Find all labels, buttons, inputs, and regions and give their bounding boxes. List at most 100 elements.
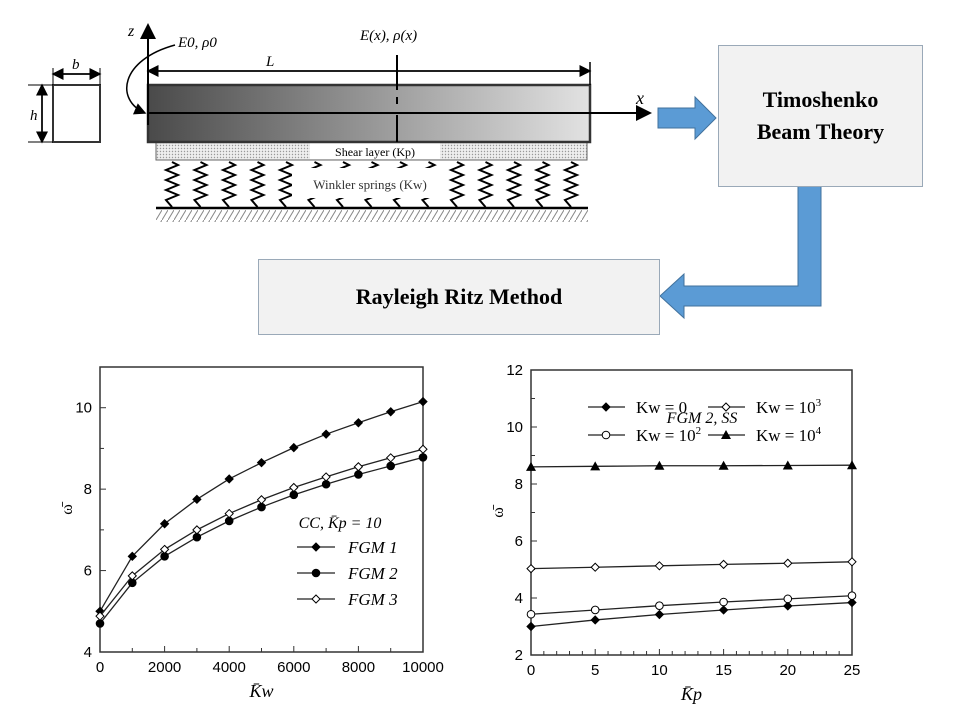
data-point xyxy=(601,402,611,412)
ground xyxy=(156,210,588,222)
x-axis-label: K̄w xyxy=(248,681,273,701)
y-tick-label: 6 xyxy=(515,533,523,550)
data-point xyxy=(721,402,731,412)
x-tick-label: 15 xyxy=(715,662,732,679)
x-tick-label: 25 xyxy=(844,662,861,679)
data-point xyxy=(590,461,601,471)
data-point xyxy=(718,460,729,470)
data-point xyxy=(847,460,857,470)
arrow-to-theory xyxy=(657,95,717,141)
data-point xyxy=(311,594,321,604)
data-point xyxy=(418,453,428,462)
data-point xyxy=(159,519,170,529)
data-point xyxy=(127,551,138,562)
legend-item: FGM 2 xyxy=(297,564,398,583)
data-point xyxy=(719,597,728,607)
data-point xyxy=(847,597,857,608)
spring xyxy=(476,161,495,208)
x-tick-label: 10000 xyxy=(402,659,444,676)
data-point xyxy=(224,508,234,519)
legend-label: Kw = 0 xyxy=(636,398,687,417)
legend-label: FGM 2 xyxy=(347,564,398,583)
legend-label: Kw = 104 xyxy=(756,425,822,445)
y-axis-label: ω̄ xyxy=(59,501,76,515)
legend-item: Kw = 103 xyxy=(708,397,822,417)
y-tick-label: 6 xyxy=(84,563,92,580)
x-tick-label: 5 xyxy=(591,662,599,679)
legend-item: FGM 3 xyxy=(297,590,398,609)
data-point xyxy=(590,562,600,572)
legend-label: Kw = 102 xyxy=(636,425,701,445)
data-point xyxy=(256,495,267,505)
x-tick-label: 4000 xyxy=(213,659,246,676)
data-point xyxy=(385,407,396,417)
theory-box-label: Timoshenko Beam Theory xyxy=(756,87,885,144)
data-point xyxy=(192,494,202,505)
series-kw-10-3 xyxy=(526,557,857,574)
cross-section: b h xyxy=(28,57,102,144)
beam-diagram: b h Shear layer (Kp) Winkler springs (Kw… xyxy=(28,23,652,222)
width-label: b xyxy=(72,57,80,73)
data-point xyxy=(526,563,536,574)
legend-title: CC, K̄p = 10 xyxy=(299,515,382,532)
y-tick-label: 4 xyxy=(515,590,523,607)
legend-item: Kw = 0 xyxy=(588,398,687,417)
data-point xyxy=(718,605,729,615)
y-tick-label: 10 xyxy=(75,400,92,417)
shear-layer-label: Shear layer (Kp) xyxy=(335,145,415,159)
series-kw-10-2 xyxy=(526,591,857,619)
data-point xyxy=(783,601,793,611)
data-point xyxy=(526,621,536,632)
legend-label: Kw = 103 xyxy=(756,397,822,417)
data-point xyxy=(526,609,536,619)
theory-box: Timoshenko Beam Theory xyxy=(718,45,923,187)
data-point xyxy=(721,430,731,439)
legend-label: FGM 3 xyxy=(347,590,398,609)
method-box: Rayleigh Ritz Method xyxy=(258,259,660,335)
data-point xyxy=(654,561,665,571)
data-point xyxy=(783,594,793,604)
y-tick-label: 8 xyxy=(515,476,523,493)
length-label: L xyxy=(265,54,274,70)
data-point xyxy=(311,542,321,552)
legend-item: Kw = 104 xyxy=(708,425,822,445)
winkler-label: Winkler springs (Kw) xyxy=(313,177,427,192)
method-box-label: Rayleigh Ritz Method xyxy=(355,284,563,309)
data-point xyxy=(159,544,170,555)
z-axis-label: z xyxy=(127,23,135,40)
spring xyxy=(163,161,181,208)
data-point xyxy=(655,601,664,610)
legend-item: Kw = 102 xyxy=(588,425,701,445)
data-point xyxy=(783,558,793,568)
x-tick-label: 0 xyxy=(96,659,104,676)
x-tick-label: 10 xyxy=(651,662,668,679)
data-point xyxy=(353,418,364,428)
series-line xyxy=(530,595,853,615)
data-point xyxy=(386,461,396,471)
data-point xyxy=(289,482,299,493)
spring xyxy=(248,161,267,208)
data-point xyxy=(354,470,363,479)
x-tick-label: 8000 xyxy=(342,659,375,676)
data-point xyxy=(311,568,321,578)
y-tick-label: 10 xyxy=(506,419,523,436)
data-point xyxy=(654,460,665,470)
y-tick-label: 2 xyxy=(515,647,523,664)
spring xyxy=(562,161,580,208)
data-point xyxy=(654,609,665,620)
spring xyxy=(448,161,466,208)
height-label: h xyxy=(30,108,38,124)
series-fgm-3 xyxy=(95,444,428,621)
legend-label: FGM 1 xyxy=(347,538,398,557)
data-point xyxy=(95,611,105,621)
spring xyxy=(277,161,295,208)
data-point xyxy=(418,444,428,454)
x-tick-label: 6000 xyxy=(277,659,310,676)
data-point xyxy=(718,559,729,570)
series-kw-0 xyxy=(526,597,857,632)
x-axis-label: K̄p xyxy=(680,684,702,704)
varying-props-label: E(x), ρ(x) xyxy=(359,28,417,44)
data-point xyxy=(256,457,267,468)
